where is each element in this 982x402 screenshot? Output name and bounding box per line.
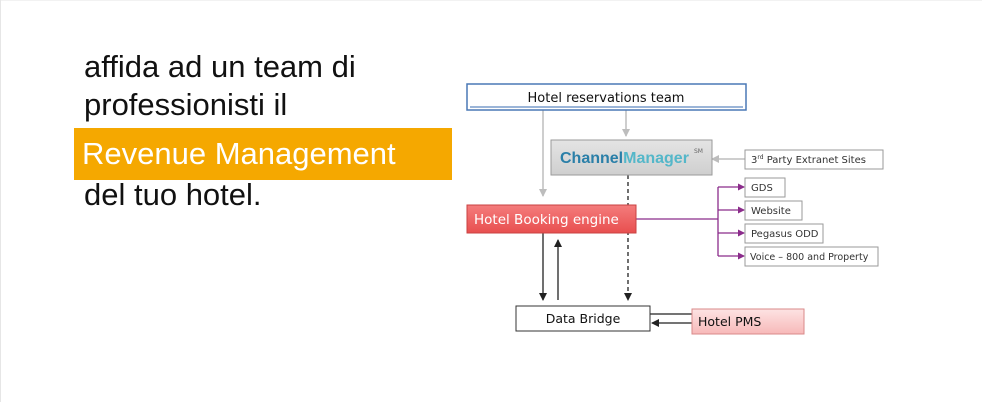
channel-manager-mark: SM <box>694 148 703 155</box>
headline-line-4: del tuo hotel. <box>84 177 262 212</box>
headline: affida ad un team di professionisti il <box>84 48 356 124</box>
booking-engine-box: Hotel Booking engine <box>466 204 637 234</box>
data-bridge-label: Data Bridge <box>546 311 621 326</box>
channel-manager-logo: ChannelManager <box>560 150 689 167</box>
booking-engine-label: Hotel Booking engine <box>474 212 619 228</box>
frame-left-border <box>0 0 1 402</box>
third-party-box: 3rd Party Extranet Sites <box>744 149 884 170</box>
channel-label-gds: GDS <box>751 183 773 194</box>
headline-line-1: affida ad un team di <box>84 49 356 84</box>
reservations-team-label: Hotel reservations team <box>528 91 685 106</box>
reservations-team-box: Hotel reservations team <box>466 83 747 111</box>
hotel-pms-label: Hotel PMS <box>698 314 761 329</box>
channel-box-gds: GDS <box>744 177 786 198</box>
channel-connectors <box>636 183 745 260</box>
channel-box-voice: Voice – 800 and Property <box>744 246 879 267</box>
highlight-revenue-management: Revenue Management <box>74 128 452 180</box>
headline-line-2: professionisti il <box>84 87 288 122</box>
channel-manager-box: ChannelManager SM <box>550 139 713 176</box>
channel-label-pegasus: Pegasus ODD <box>751 229 819 240</box>
frame-top-border <box>0 0 982 1</box>
channel-box-website: Website <box>744 200 803 221</box>
booking-databridge-arrows <box>539 233 562 301</box>
data-bridge-box: Data Bridge <box>515 305 651 332</box>
hotel-pms-box: Hotel PMS <box>691 308 805 335</box>
channel-box-pegasus: Pegasus ODD <box>744 223 824 244</box>
gray-connectors <box>539 110 745 197</box>
third-party-label: 3rd Party Extranet Sites <box>751 154 866 166</box>
channel-label-website: Website <box>751 206 791 217</box>
channel-label-voice: Voice – 800 and Property <box>750 252 869 263</box>
